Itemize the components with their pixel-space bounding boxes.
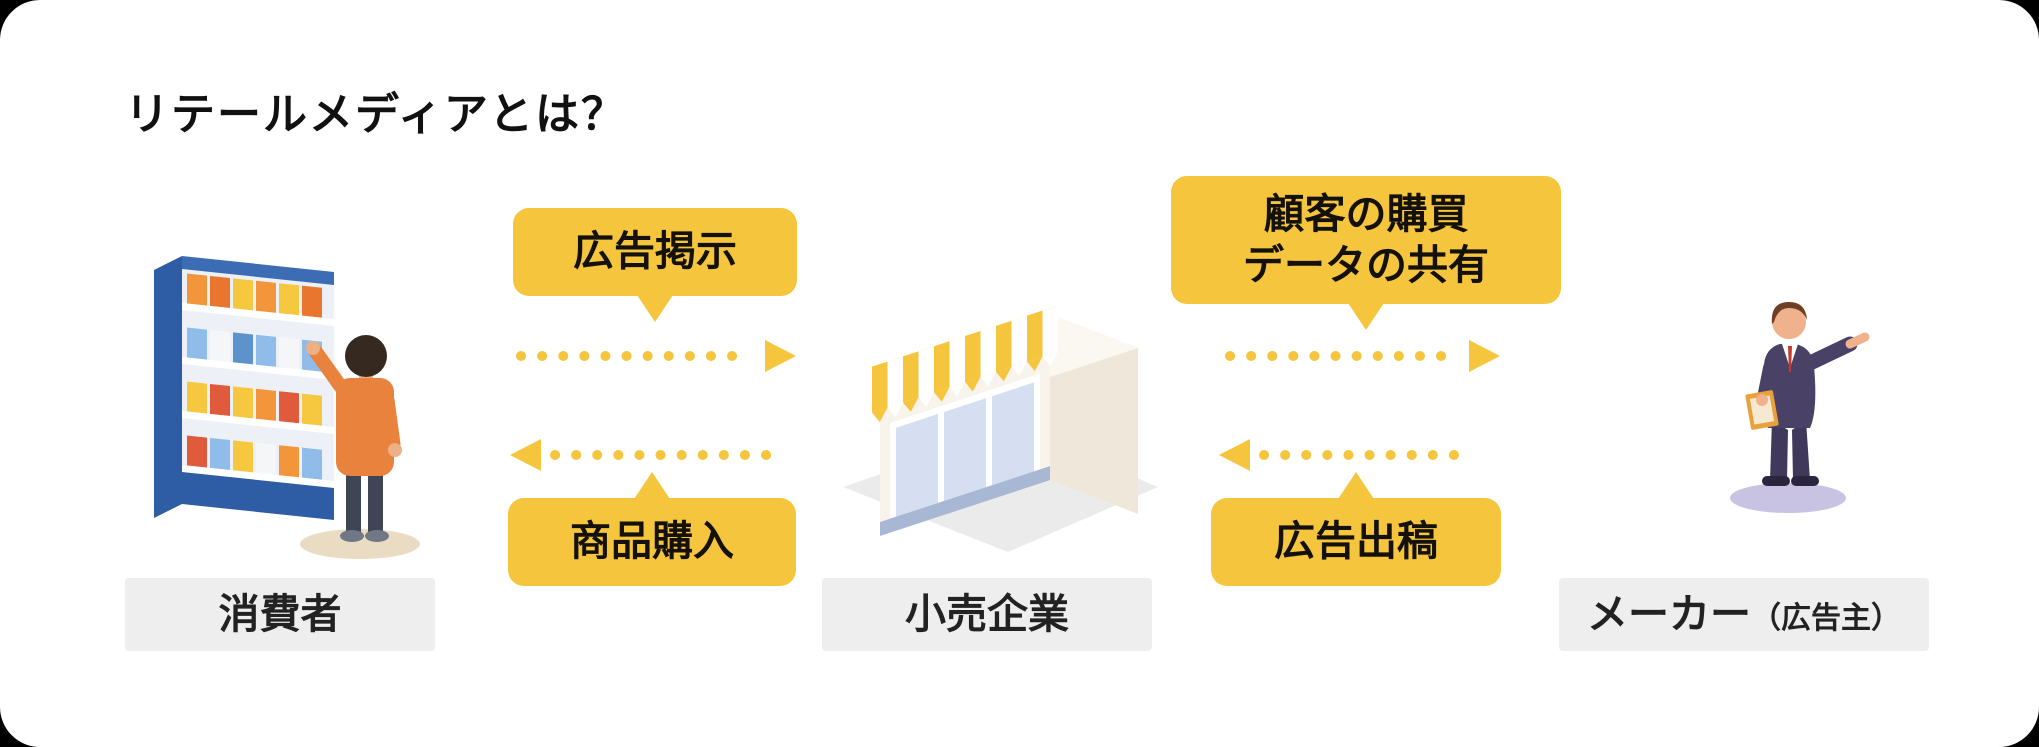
maker-label: メーカー（広告主） — [1559, 578, 1929, 651]
retailer-label: 小売企業 — [822, 578, 1152, 651]
maker-label-text: メーカー — [1587, 591, 1751, 637]
consumer-illustration — [154, 255, 420, 559]
ad-display-label: 広告掲示 — [573, 228, 737, 275]
ad-display-bubble: 広告掲示 — [513, 208, 797, 296]
businessman-icon — [1745, 302, 1870, 486]
store-awning — [872, 305, 1058, 423]
purchase-arrow-left — [510, 439, 790, 471]
ad-placement-bubble: 広告出稿 — [1211, 498, 1501, 586]
purchase-bubble: 商品購入 — [508, 498, 796, 586]
retailer-store-illustration — [843, 305, 1158, 552]
data-share-label-line1: 顧客の購買 — [1263, 190, 1469, 237]
page-title: リテールメディアとは？ — [125, 90, 628, 139]
retailer-label-text: 小売企業 — [905, 591, 1069, 637]
data-share-arrow-right — [1225, 340, 1500, 372]
purchase-label: 商品購入 — [570, 518, 734, 565]
shopper-person-icon — [306, 335, 402, 542]
consumer-shadow — [300, 529, 420, 559]
maker-illustration — [1730, 302, 1870, 513]
ad-display-arrow-right — [516, 340, 796, 372]
store-shelf-icon — [154, 255, 334, 520]
store-building-icon — [872, 305, 1138, 536]
consumer-label-text: 消費者 — [218, 591, 342, 637]
maker-base-shadow — [1730, 483, 1846, 513]
data-share-bubble: 顧客の購買 データの共有 — [1171, 176, 1561, 304]
ad-placement-label: 広告出稿 — [1274, 518, 1438, 565]
maker-label-suffix: （広告主） — [1751, 602, 1901, 635]
consumer-label: 消費者 — [125, 578, 435, 651]
ad-placement-arrow-left — [1219, 439, 1464, 471]
data-share-label-line2: データの共有 — [1243, 242, 1489, 288]
